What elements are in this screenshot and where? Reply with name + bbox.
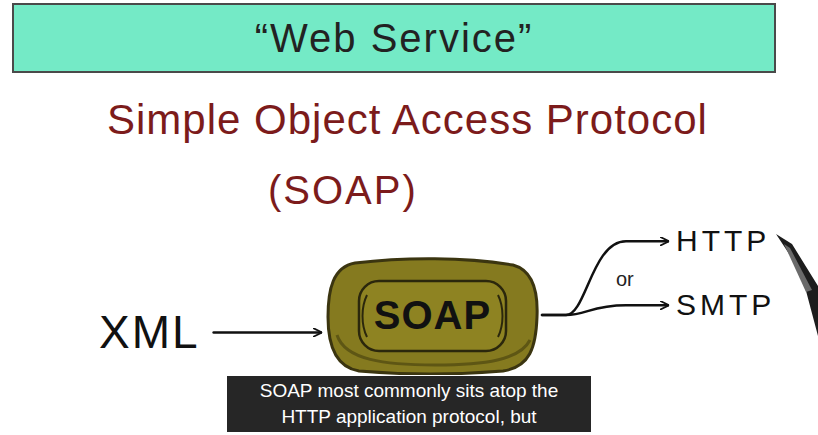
title-text: “Web Service” <box>255 16 534 61</box>
protocol-node: SMTP <box>672 286 779 325</box>
abbreviation-text: (SOAP) <box>266 168 420 213</box>
title-banner: “Web Service” <box>12 3 776 73</box>
connector-arrow <box>214 331 321 334</box>
text-node: XML <box>95 304 204 361</box>
subtitle-caption: SOAP most commonly sits atop the HTTP ap… <box>227 376 591 432</box>
pen-illustration <box>776 234 818 336</box>
node-text: XML <box>99 306 200 359</box>
soap-bar-panel <box>359 281 506 351</box>
bar-label: SOAP <box>374 292 491 338</box>
connector-arrow <box>542 241 668 315</box>
branch-label: or <box>614 268 636 291</box>
protocol-node: HTTP <box>672 222 774 261</box>
connector-arrow <box>542 305 668 315</box>
soap-bar-body <box>328 259 537 374</box>
node-text: HTTP <box>676 224 770 259</box>
pen-highlight <box>784 244 812 292</box>
soap-bar-node: SOAP <box>325 255 540 375</box>
node-text: SMTP <box>676 288 775 323</box>
heading-text: Simple Object Access Protocol <box>105 96 710 144</box>
